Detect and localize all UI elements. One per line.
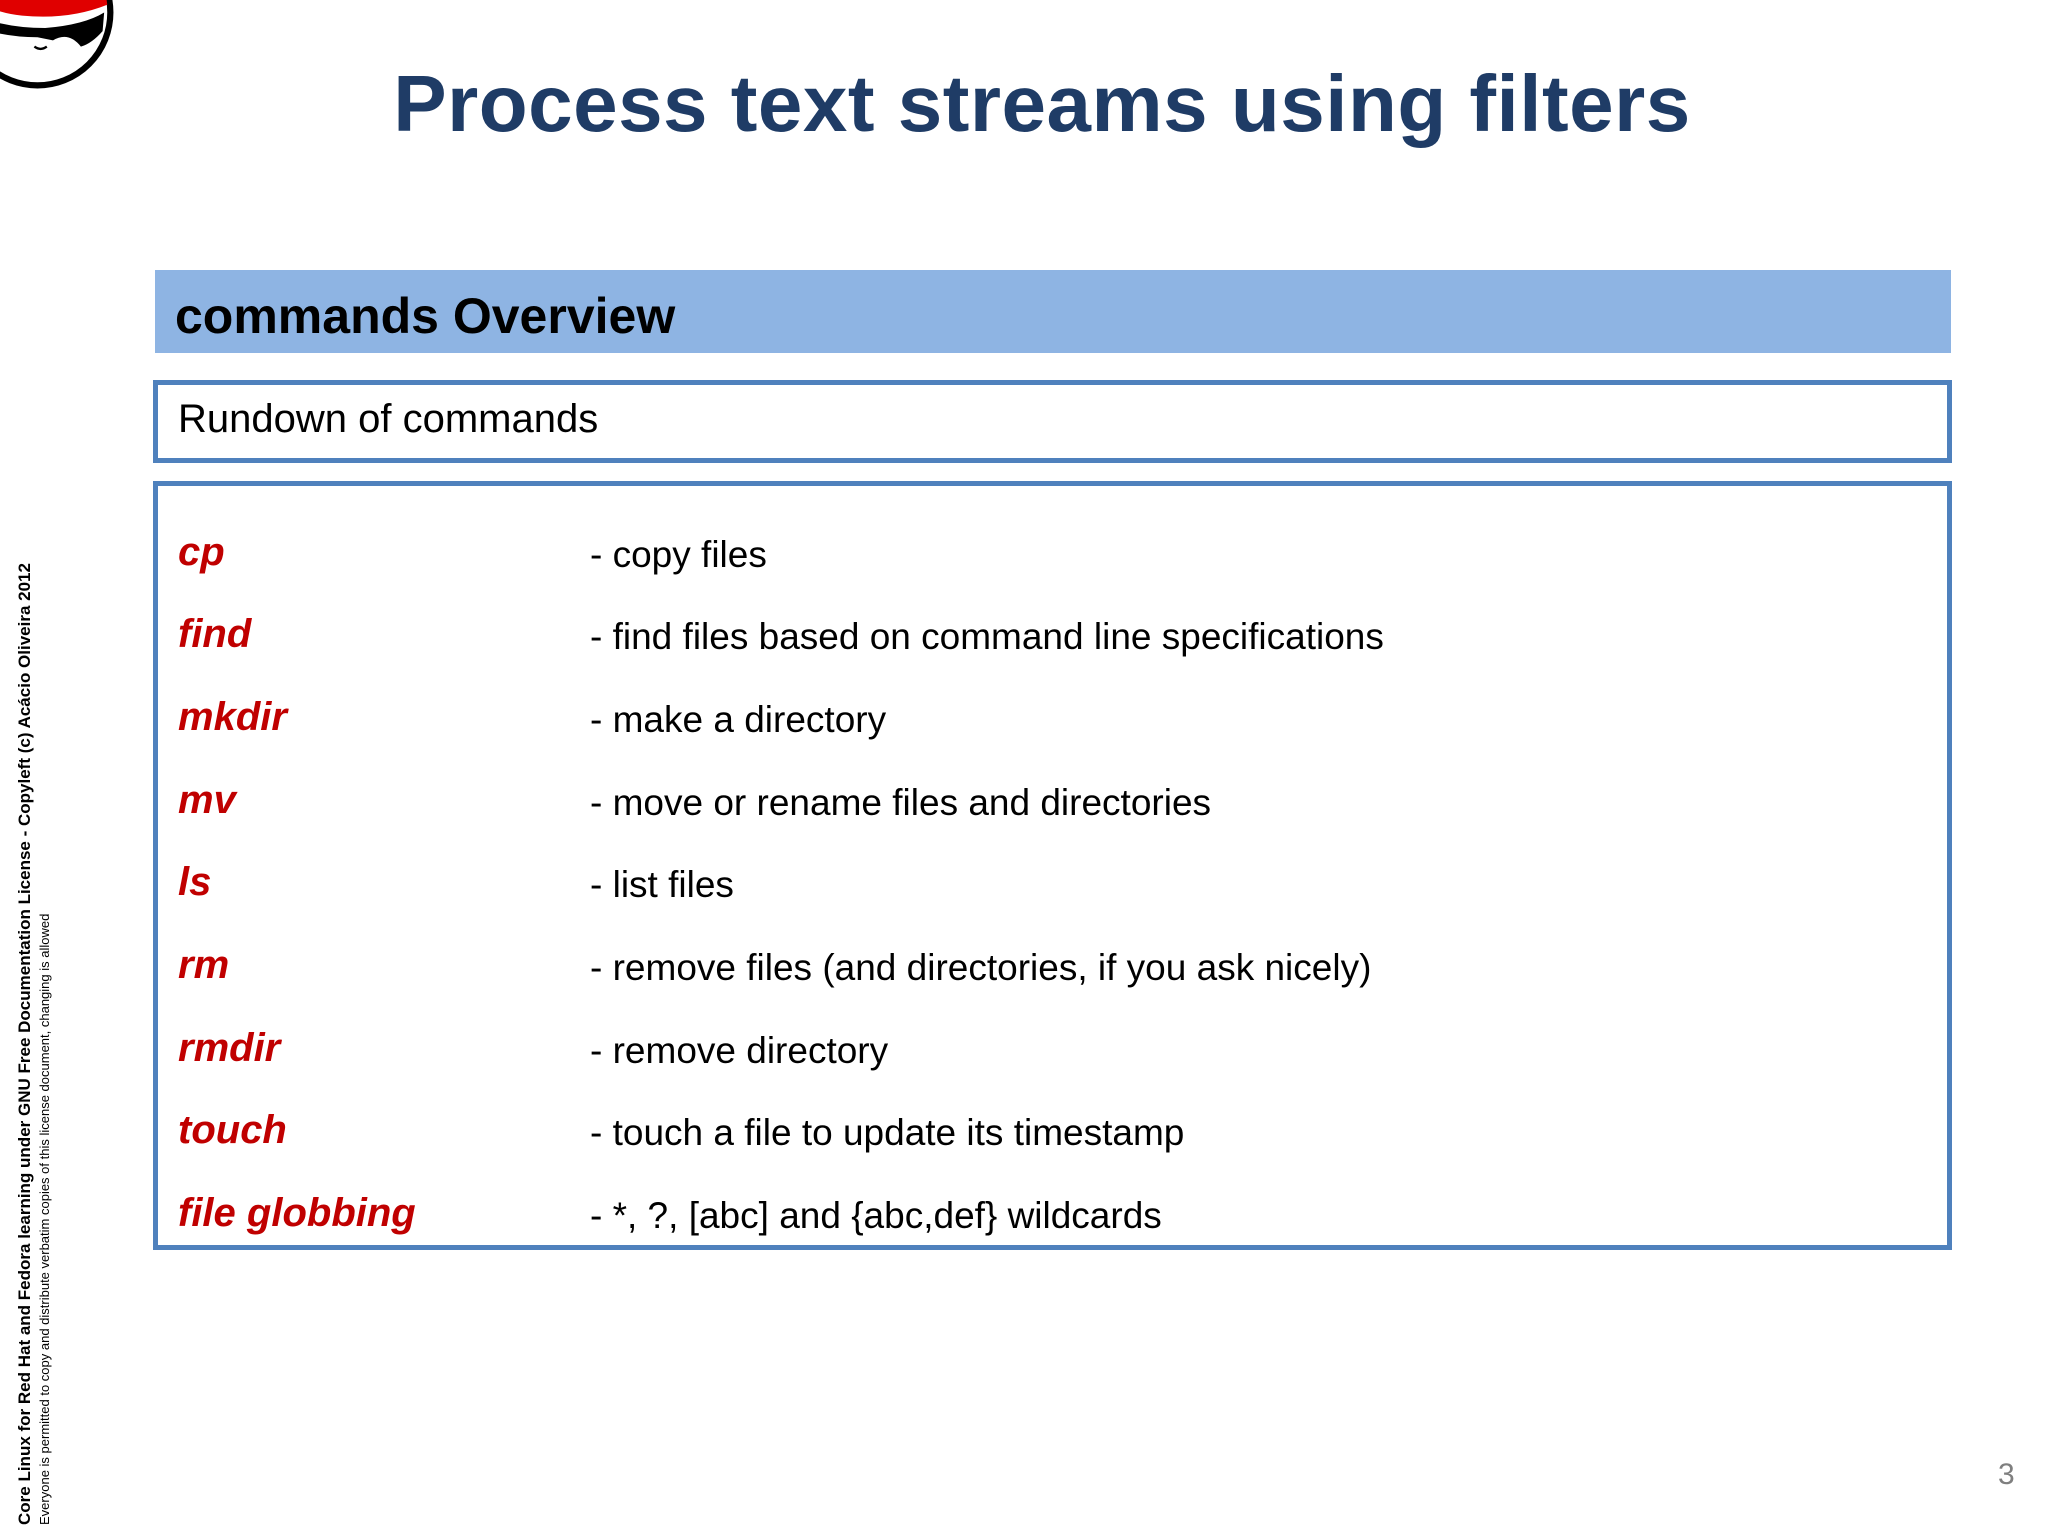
footer-license-line: Core Linux for Red Hat and Fedora learni…: [15, 563, 34, 1525]
command-description: - copy files: [590, 534, 767, 575]
footer-permission-line: Everyone is permitted to copy and distri…: [37, 913, 52, 1525]
command-name: file globbing: [178, 1191, 416, 1235]
command-name: touch: [178, 1108, 287, 1152]
command-description: - touch a file to update its timestamp: [590, 1112, 1185, 1153]
command-name: ls: [178, 860, 212, 904]
command-name: mkdir: [178, 695, 287, 739]
command-name: rmdir: [178, 1026, 281, 1070]
list-item: file globbing - *, ?, [abc] and {abc,def}…: [178, 1191, 1878, 1271]
command-name: cp: [178, 530, 225, 574]
section-header: commands Overview: [175, 288, 676, 344]
command-name: mv: [178, 778, 236, 822]
command-name: find: [178, 612, 252, 656]
list-item: mkdir - make a directory: [178, 695, 1878, 775]
page-number: 3: [1998, 1458, 2015, 1491]
command-description: - list files: [590, 864, 734, 905]
list-item: touch - touch a file to update its timest…: [178, 1108, 1878, 1188]
list-item: mv - move or rename files and directories: [178, 778, 1878, 858]
list-item: rmdir - remove directory: [178, 1026, 1878, 1106]
list-item: ls - list files: [178, 860, 1878, 940]
subtitle-box: Rundown of commands: [153, 380, 1952, 463]
red-hat-logo: [0, 0, 114, 89]
list-item: cp - copy files: [178, 530, 1878, 610]
section-header-bar: commands Overview: [155, 270, 1951, 353]
command-description: - find files based on command line speci…: [590, 616, 1384, 657]
command-name: rm: [178, 943, 230, 987]
commands-list: cp - copy files find - find files based on…: [153, 481, 1952, 1250]
list-item: rm - remove files (and directories, if yo…: [178, 943, 1878, 1023]
slide-title: Process text streams using filters: [393, 59, 1691, 148]
command-description: - remove files (and directories, if you …: [590, 947, 1372, 988]
command-description: - *, ?, [abc] and {abc,def} wildcards: [590, 1195, 1162, 1236]
list-item: find - find files based on command line s…: [178, 612, 1878, 692]
command-description: - move or rename files and directories: [590, 782, 1212, 823]
subtitle-text: Rundown of commands: [178, 397, 599, 441]
command-description: - remove directory: [590, 1030, 889, 1071]
command-description: - make a directory: [590, 699, 887, 740]
license-footer: Core Linux for Red Hat and Fedora learni…: [14, 563, 54, 1525]
